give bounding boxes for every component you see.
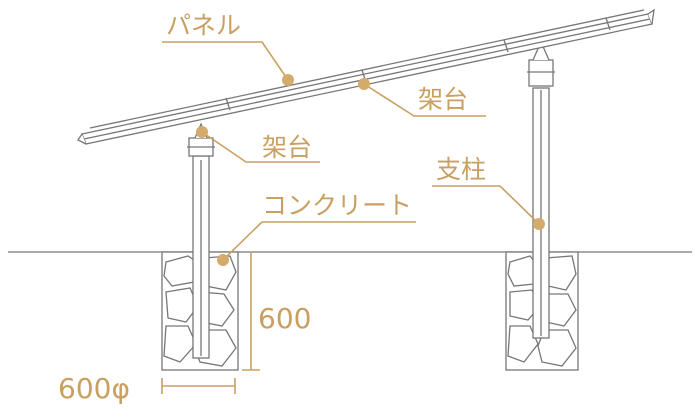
frame-lower-label: 架台 xyxy=(262,133,312,162)
frame-lower-marker xyxy=(196,126,208,138)
concrete-label: コンクリート xyxy=(262,191,412,220)
solar-panel-rail xyxy=(77,8,655,145)
panel-label: パネル xyxy=(166,11,241,40)
depth-dimension-label: 600 xyxy=(258,302,311,335)
concrete-marker xyxy=(217,254,229,266)
diameter-dimension-label: 600φ xyxy=(58,372,130,405)
post-marker xyxy=(533,218,545,230)
diameter-dimension xyxy=(161,378,236,394)
post-label: 支柱 xyxy=(436,155,486,184)
depth-dimension xyxy=(242,252,260,371)
post-right xyxy=(527,40,555,339)
frame-upper-marker xyxy=(358,78,370,90)
panel-marker xyxy=(282,74,294,86)
frame-upper-label: 架台 xyxy=(418,85,468,114)
leader-lines xyxy=(162,41,540,261)
